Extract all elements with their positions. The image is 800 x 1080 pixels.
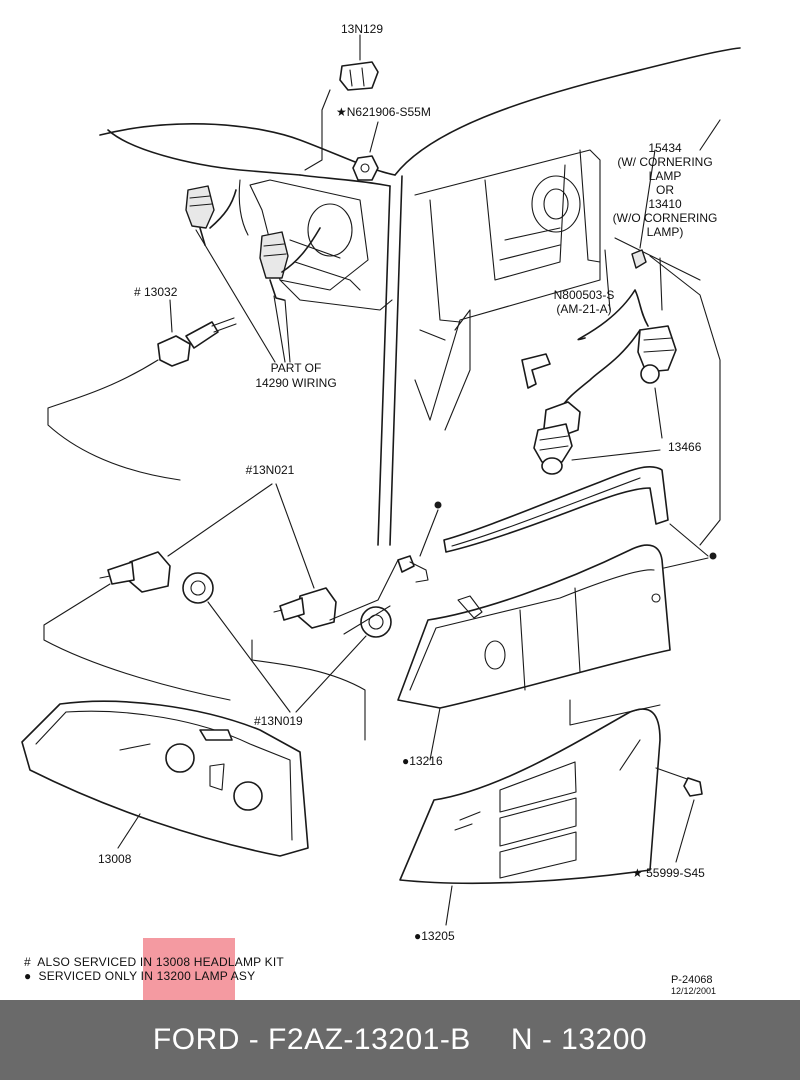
label-13205: ●13205	[414, 929, 455, 943]
drawing-reference: P-24068 12/12/2001	[671, 975, 716, 997]
label-13216: ●13216	[402, 754, 443, 768]
bracket-clip	[521, 353, 551, 389]
headlamp-13008	[21, 700, 309, 857]
bulb-info-line-5: (W/O CORNERING	[613, 211, 718, 225]
retainers-13n019	[182, 572, 392, 713]
bulb-info-line-3: OR	[656, 183, 674, 197]
fender-body	[99, 47, 741, 546]
bulb-info-line-2: LAMP	[649, 169, 682, 183]
bulb-info-line-4: 13410	[648, 197, 682, 211]
bulb-info-line-0: 15434	[648, 141, 682, 155]
socket-13466	[533, 387, 663, 475]
footer-group-number: N - 13200	[510, 1023, 648, 1056]
label-13032: # 13032	[134, 285, 178, 299]
footer-part-number: FORD - F2AZ-13201-B	[152, 1023, 471, 1056]
side-marker-13205	[399, 708, 661, 926]
socket-13032	[47, 299, 237, 481]
label-13008: 13008	[98, 852, 132, 866]
wiring-harness-14290	[185, 185, 321, 363]
label-13n019: #13N019	[254, 714, 303, 728]
parts-diagram: 13N129 ★N621906-S55M PART OF 14290 WIRIN…	[21, 22, 741, 943]
drawing-code: P-24068	[670, 974, 713, 986]
bulb-info-line-1: (W/ CORNERING	[617, 155, 712, 169]
part-number-footer: FORD - F2AZ-13201-B N - 13200	[0, 1000, 800, 1080]
drawing-date: 12/12/2001	[670, 986, 716, 996]
note-headlamp-kit: # ALSO SERVICED IN 13008 HEADLAMP KIT	[24, 955, 284, 969]
label-n621906: ★N621906-S55M	[336, 105, 431, 119]
screw-55999	[655, 767, 703, 863]
service-notes: # ALSO SERVICED IN 13008 HEADLAMP KIT ● …	[24, 955, 284, 983]
parking-lamp-13216	[397, 544, 671, 761]
bulb-info-label: 15434 (W/ CORNERING LAMP OR 13410 (W/O C…	[613, 141, 718, 239]
label-55999: ★ 55999-S45	[632, 866, 705, 880]
label-part-of: PART OF	[271, 361, 322, 375]
label-am-21-a: (AM-21-A)	[556, 302, 611, 316]
clip-13n129	[304, 34, 379, 171]
bolt-fastener	[397, 501, 717, 583]
label-13n129: 13N129	[341, 22, 383, 36]
note-lamp-asy: ● SERVICED ONLY IN 13200 LAMP ASY	[24, 969, 256, 983]
label-13n021: #13N021	[246, 463, 295, 477]
cornering-bulb-socket	[559, 149, 677, 411]
label-14290-wiring: 14290 WIRING	[255, 376, 336, 390]
nut-n621906	[352, 121, 379, 181]
label-13466: 13466	[668, 440, 702, 454]
bulbs-13n021	[99, 483, 337, 629]
label-n800503-s: N800503-S	[554, 288, 615, 302]
trim-strip	[443, 466, 669, 553]
highlight-box	[143, 938, 235, 1000]
bulb-info-line-6: LAMP)	[647, 225, 684, 239]
